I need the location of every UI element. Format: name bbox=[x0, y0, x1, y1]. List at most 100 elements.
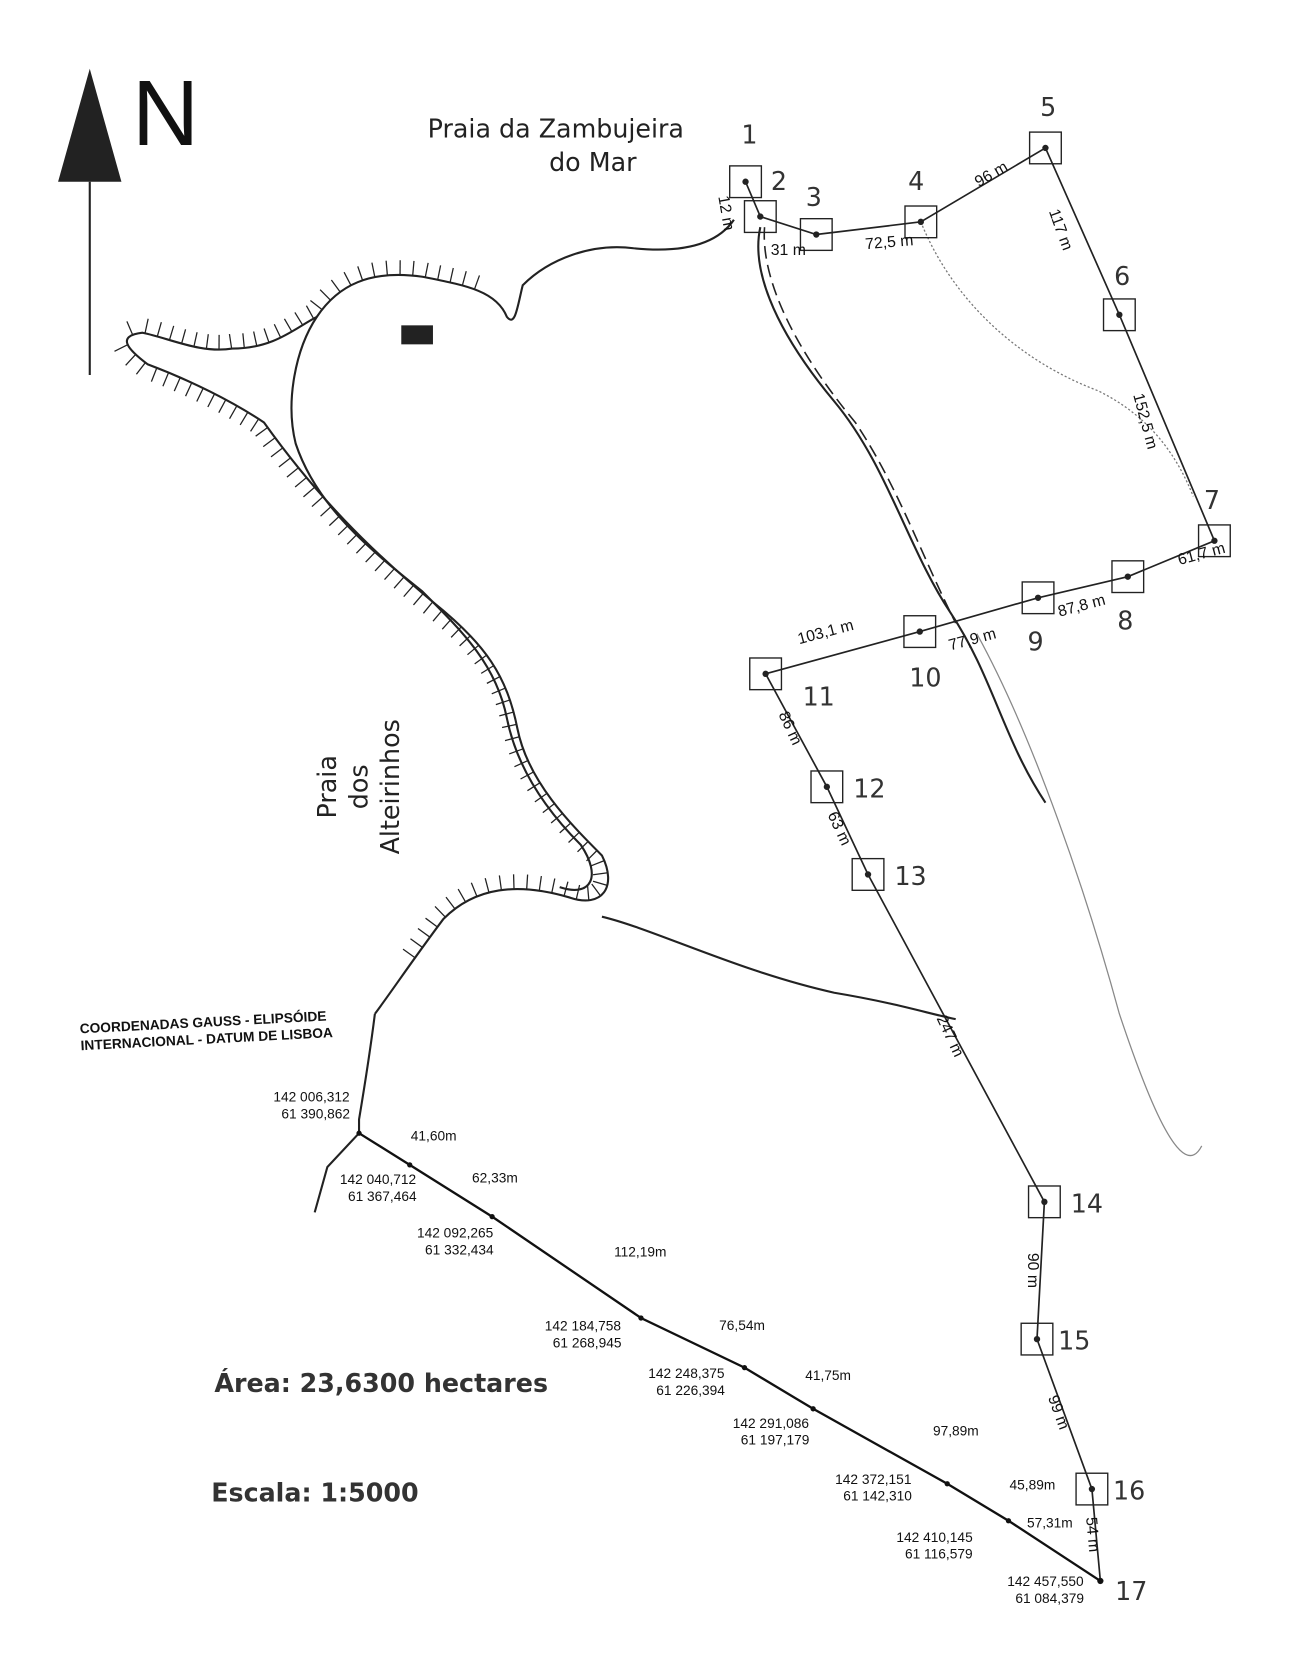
marker-point bbox=[1041, 1198, 1048, 1205]
hatch-mark bbox=[305, 305, 315, 319]
boundary-length: 97,89m bbox=[933, 1424, 979, 1439]
hatch-mark bbox=[357, 266, 364, 281]
segment-length: 12 m bbox=[714, 194, 737, 232]
hatch-mark bbox=[501, 723, 517, 729]
hatch-mark bbox=[337, 524, 350, 536]
boundary-point bbox=[638, 1315, 644, 1321]
hatch-mark bbox=[508, 748, 524, 755]
marker-point bbox=[1124, 573, 1131, 580]
hatch-mark bbox=[403, 585, 414, 598]
marker-point bbox=[917, 218, 925, 226]
hatch-mark bbox=[144, 318, 149, 334]
hatch-mark bbox=[162, 372, 170, 387]
marker-box bbox=[851, 857, 885, 891]
hatch-mark bbox=[150, 367, 158, 382]
hatch-mark bbox=[393, 576, 405, 589]
hatch-mark bbox=[563, 881, 569, 897]
marker-point bbox=[757, 213, 764, 220]
marker-box bbox=[729, 165, 763, 199]
north-arrow-icon bbox=[58, 68, 122, 375]
marker-number: 10 bbox=[909, 662, 941, 692]
hatch-mark bbox=[114, 344, 129, 352]
marker-number: 4 bbox=[908, 166, 924, 196]
hatch-mark bbox=[239, 411, 249, 426]
marker-point bbox=[916, 628, 923, 635]
hatch-mark bbox=[328, 515, 341, 527]
hatch-mark bbox=[424, 262, 429, 278]
hatch-mark bbox=[432, 609, 444, 622]
marker-number: 16 bbox=[1113, 1476, 1145, 1506]
hatch-mark bbox=[346, 533, 359, 545]
hatch-mark bbox=[526, 874, 529, 890]
marker-number: 13 bbox=[894, 861, 926, 891]
boundary-point bbox=[356, 1130, 362, 1136]
hatch-mark bbox=[486, 676, 501, 684]
segment-length: 103,1 m bbox=[796, 617, 856, 648]
hatch-mark bbox=[538, 875, 542, 891]
segment-length: 31 m bbox=[771, 242, 806, 259]
hatch-mark bbox=[135, 362, 146, 375]
marker-point bbox=[813, 231, 820, 238]
hatch-mark bbox=[590, 860, 605, 867]
hatch-mark bbox=[343, 271, 352, 286]
hatch-mark bbox=[184, 382, 193, 397]
marker-box bbox=[1020, 1322, 1054, 1356]
marker-point bbox=[742, 178, 749, 185]
hatch-mark bbox=[520, 771, 534, 780]
hatch-mark bbox=[228, 333, 233, 349]
boundary-length: 57,31m bbox=[1027, 1516, 1073, 1531]
hatch-mark bbox=[253, 331, 258, 347]
hatch-mark bbox=[294, 477, 307, 488]
marker-box bbox=[903, 615, 937, 649]
place-alteirinhos-3: Alteirinhos bbox=[375, 719, 405, 854]
hatch-mark bbox=[461, 271, 467, 286]
marker-number: 2 bbox=[771, 166, 787, 196]
hatch-mark bbox=[303, 486, 316, 498]
hatch-mark bbox=[193, 332, 198, 347]
segment-length: 96 m bbox=[972, 158, 1011, 190]
hatch-mark bbox=[410, 938, 423, 948]
cliff-hatching bbox=[114, 260, 608, 959]
marker-box bbox=[904, 205, 938, 239]
boundary-point bbox=[489, 1213, 495, 1220]
hatch-mark bbox=[270, 447, 284, 458]
marker-box bbox=[1027, 1185, 1061, 1219]
boundary-length: 41,60m bbox=[411, 1129, 457, 1144]
marker-box bbox=[799, 217, 833, 252]
marker-point bbox=[762, 670, 769, 677]
hatch-mark bbox=[586, 885, 590, 901]
marker-number: 5 bbox=[1040, 92, 1056, 122]
hatch-mark bbox=[402, 948, 416, 959]
marker-number: 3 bbox=[806, 182, 822, 212]
boundary-length: 62,33m bbox=[472, 1170, 518, 1185]
hatch-mark bbox=[577, 841, 589, 853]
segment-length: 86 m bbox=[775, 709, 805, 748]
marker-number: 7 bbox=[1204, 485, 1220, 515]
hatch-mark bbox=[371, 262, 376, 278]
boundary-point bbox=[1005, 1518, 1012, 1524]
marker-box bbox=[1075, 1472, 1109, 1506]
segment-length: 72,5 m bbox=[864, 232, 914, 253]
boundary-point bbox=[810, 1406, 816, 1412]
hatch-mark bbox=[205, 334, 209, 349]
marker-number: 11 bbox=[803, 682, 835, 712]
hatch-mark bbox=[263, 328, 270, 343]
hatch-mark bbox=[385, 260, 389, 276]
hatch-mark bbox=[125, 354, 137, 366]
hatch-mark bbox=[330, 279, 341, 293]
hatch-mark bbox=[173, 377, 181, 392]
hatch-mark bbox=[449, 267, 454, 283]
marker-number: 12 bbox=[853, 773, 885, 803]
hatch-mark bbox=[384, 568, 395, 581]
marker-point bbox=[1042, 144, 1049, 152]
